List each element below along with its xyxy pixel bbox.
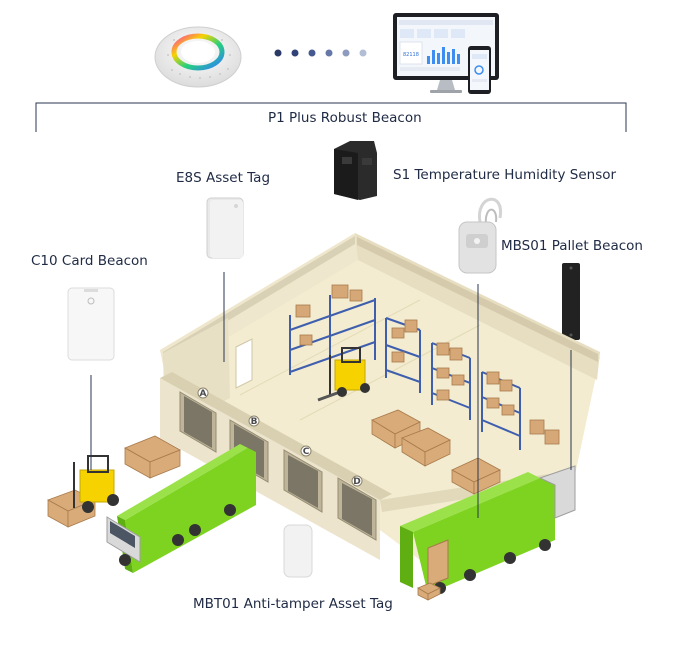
dock-letter-a: A [200, 389, 207, 399]
callout-lines [90, 272, 572, 518]
mbs01-label: MBS01 Pallet Beacon [501, 238, 643, 254]
dock-letter-b: B [251, 417, 258, 427]
dock-letter-c: C [303, 447, 310, 457]
c10-label: C10 Card Beacon [31, 253, 148, 269]
mbt01-tag-device [283, 524, 313, 578]
truck-right [400, 465, 576, 594]
s1-label: S1 Temperature Humidity Sensor [393, 167, 617, 183]
shelf-boxes [295, 284, 560, 445]
e8s-label: E8S Asset Tag [176, 170, 271, 186]
dock-doors [179, 387, 377, 541]
gateway-device [154, 26, 242, 88]
s1-sensor-device [334, 141, 377, 200]
bracket-line [35, 102, 627, 132]
dock-letter-d: D [353, 477, 360, 487]
dropped-package [417, 582, 441, 601]
th-sensor-device [458, 197, 503, 274]
mbs01-beacon-device [562, 263, 580, 340]
smartphone [468, 46, 491, 94]
connection-dots [274, 49, 367, 57]
gateway-label: P1 Plus Robust Beacon [268, 110, 422, 126]
mbt01-label: MBT01 Anti-tamper Asset Tag [193, 596, 393, 612]
e8s-tag-device [206, 197, 244, 259]
dashboard-kpi: 82118 [403, 52, 419, 58]
dock-door-letters: A B C D [200, 389, 361, 487]
truck-left [106, 444, 256, 573]
c10-card-device [67, 287, 115, 361]
forklift-outside [73, 455, 119, 513]
floor-pallets [371, 409, 501, 495]
forklift-inside [317, 347, 370, 402]
